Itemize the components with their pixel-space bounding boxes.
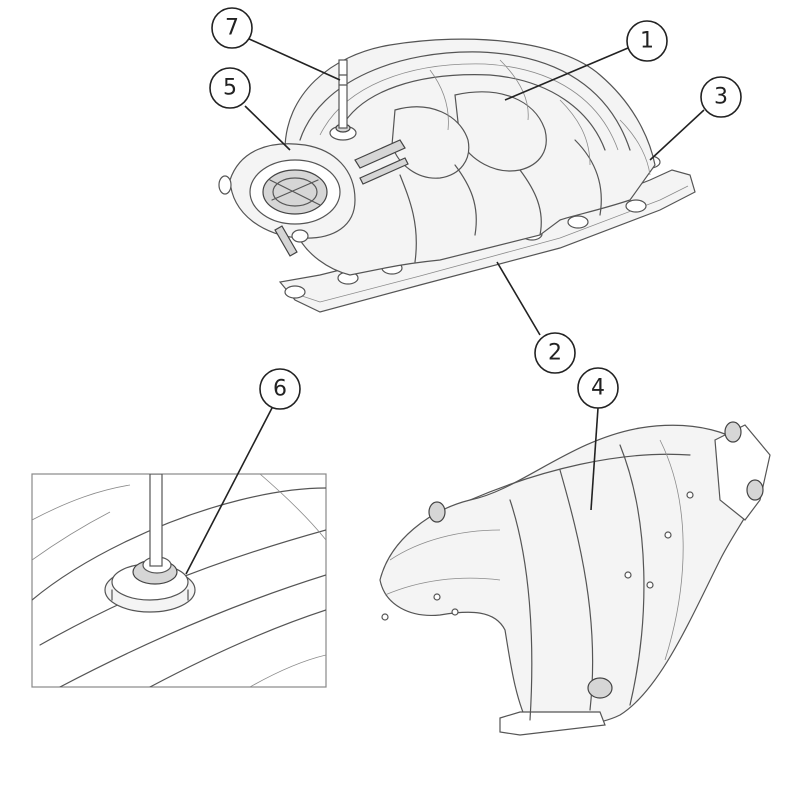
callout-6: 6	[185, 368, 301, 575]
runner-detail-4	[499, 59, 529, 121]
exhaust-contour-1	[469, 453, 691, 501]
callout-5-label: 5	[223, 76, 237, 101]
callout-3-label: 3	[714, 85, 728, 110]
callout-1: 1	[504, 20, 668, 101]
detail-surface-curve-7	[32, 511, 111, 561]
vent-slot-2	[359, 157, 409, 185]
exhaust-manifold	[379, 421, 771, 736]
callout-7-label: 7	[225, 16, 239, 41]
exhaust-studs	[381, 421, 764, 699]
plenum-arch-mid	[319, 63, 619, 151]
exhaust-contour-4	[509, 499, 533, 721]
runner-detail-2	[619, 119, 651, 176]
runner-tube-4	[519, 169, 542, 236]
exhaust-contour-5	[659, 439, 684, 661]
intake-gasket-edge	[289, 185, 689, 303]
detail-view	[31, 473, 327, 688]
callout-5: 5	[209, 67, 291, 151]
vent-slot-1	[354, 139, 406, 169]
callout-3: 3	[649, 76, 742, 161]
runner-tube-2	[391, 106, 470, 179]
exhaust-outlet-flange	[499, 711, 606, 736]
callout-4: 4	[577, 367, 619, 511]
runner-tube-5	[574, 139, 602, 216]
plenum-arch-inner	[339, 74, 606, 151]
runner-tube-1	[454, 91, 547, 172]
detail-surface-curve-6	[249, 654, 326, 687]
exhaust-manifold-body	[379, 424, 763, 729]
callout-4-label: 4	[591, 376, 605, 401]
detail-surface-curve-8	[259, 474, 326, 541]
exhaust-contour-2	[559, 469, 594, 711]
callout-2: 2	[496, 261, 576, 374]
detail-surface-curve-5	[32, 484, 131, 521]
detail-surface-curve-3	[59, 574, 326, 687]
runner-tube-3	[454, 164, 477, 236]
callouts: 1 2 3 4 5 6	[185, 7, 742, 575]
plenum-arch-outer	[299, 51, 631, 151]
callout-2-label: 2	[548, 341, 562, 366]
runner-tube-6	[399, 174, 417, 263]
intake-manifold	[218, 38, 696, 313]
detail-surface-curve-1	[32, 487, 326, 601]
throttle-body-flange	[218, 143, 356, 257]
exhaust-contour-7	[384, 577, 501, 596]
runner-detail-1	[559, 99, 591, 166]
sensor-nut	[104, 474, 196, 613]
callout-7: 7	[211, 7, 341, 81]
exhaust-contour-3	[619, 444, 645, 706]
callout-6-label: 6	[273, 377, 287, 402]
exhaust-contour-6	[389, 529, 501, 561]
sensor-stud	[329, 59, 357, 141]
detail-surface-curve-4	[149, 609, 326, 687]
runner-detail-3	[429, 69, 449, 131]
callout-1-label: 1	[640, 29, 654, 54]
